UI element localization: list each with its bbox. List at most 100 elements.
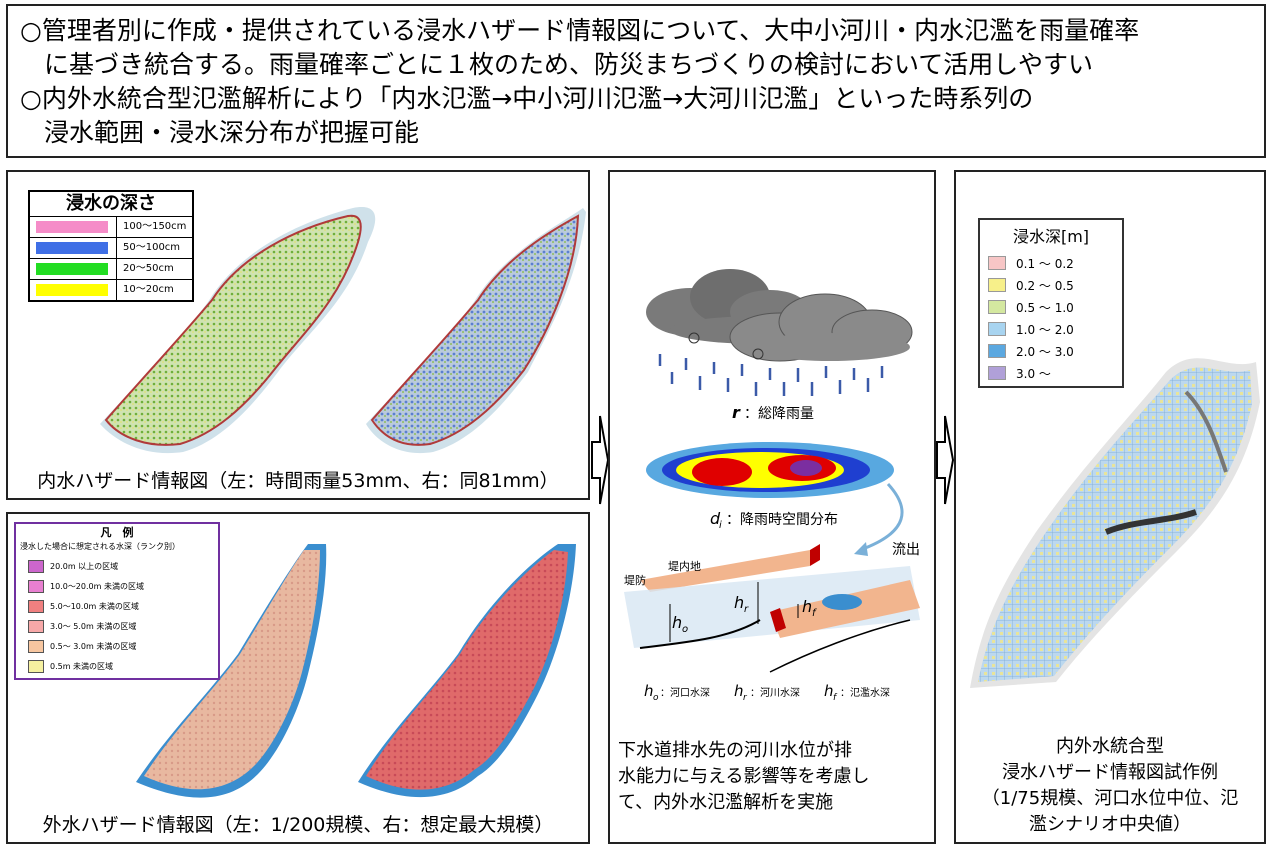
- legend-label: 0.5m 未満の区域: [50, 661, 114, 671]
- inland-depth-legend: 浸水の深さ 100〜150cm 50〜100cm 20〜50cm 10〜20cm: [28, 190, 194, 302]
- legend-swatch: [28, 579, 44, 593]
- ho-legend-label: ：河口水深: [660, 687, 710, 699]
- integrated-caption-line: 内外水統合型: [1056, 736, 1164, 757]
- outflow-label: 流出: [892, 542, 920, 558]
- legend-swatch: [28, 619, 44, 633]
- hf-legend-symbol: h: [824, 682, 834, 700]
- legend-label: 0.1 〜 0.2: [1016, 256, 1074, 271]
- legend-swatch: [988, 344, 1006, 358]
- legend-row: 1.0 〜 2.0: [988, 318, 1114, 340]
- legend-row: 0.5m 未満の区域: [20, 656, 214, 676]
- summary-line-4: 浸水範囲・浸水深分布が把握可能: [44, 118, 420, 147]
- dist-var-sub: i: [719, 520, 722, 531]
- dist-var: d: [710, 509, 721, 528]
- legend-label: 50〜100cm: [116, 238, 180, 258]
- legend-row: 100〜150cm: [30, 217, 192, 238]
- legend-swatch: [28, 659, 44, 673]
- legend-label: 3.0 〜: [1016, 366, 1051, 381]
- legend-subtitle: 浸水した場合に想定される水深（ランク別）: [20, 542, 180, 551]
- rainfall-distribution-icon: [646, 442, 894, 498]
- ho-legend-sub: o: [653, 693, 659, 703]
- summary-line-2: に基づき統合する。雨量確率ごとに１枚のため、防災まちづくりの検討において活用しや…: [44, 50, 1094, 79]
- integrated-hazard-map: [970, 358, 1260, 688]
- river-depth-legend: 凡 例 浸水した場合に想定される水深（ランク別） 20.0m 以上の区域 10.…: [14, 522, 220, 680]
- hf-legend-label: ：氾濫水深: [840, 686, 890, 699]
- legend-row: 0.5 〜 1.0: [988, 296, 1114, 318]
- analysis-caption-line: て、内外水氾濫解析を実施: [618, 792, 834, 813]
- legend-row: 3.0 〜: [988, 362, 1114, 384]
- analysis-caption: 下水道排水先の河川水位が排 水能力に与える影響等を考慮し て、内外水氾濫解析を実…: [618, 738, 928, 816]
- legend-label: 2.0 〜 3.0: [1016, 344, 1074, 359]
- legend-label: 0.5 〜 1.0: [1016, 300, 1074, 315]
- legend-label: 0.2 〜 0.5: [1016, 278, 1074, 293]
- legend-label: 0.5〜 3.0m 未満の区域: [50, 641, 137, 651]
- integrated-hazard-panel: 浸水深[m] 0.1 〜 0.2 0.2 〜 0.5 0.5 〜 1.0 1.0…: [954, 170, 1266, 844]
- right-arrow-icon: [591, 415, 610, 505]
- summary-line-1: ○管理者別に作成・提供されている浸水ハザード情報図について、大中小河川・内水氾濫…: [20, 16, 1140, 45]
- legend-swatch: [28, 559, 44, 573]
- legend-label: 3.0〜 5.0m 未満の区域: [50, 621, 137, 631]
- inland-hazard-panel: 浸水の深さ 100〜150cm 50〜100cm 20〜50cm 10〜20cm…: [6, 170, 590, 500]
- legend-label: 10〜20cm: [116, 280, 174, 300]
- legend-row: 0.5〜 3.0m 未満の区域: [20, 636, 214, 656]
- river-caption: 外水ハザード情報図（左：1/200規模、右：想定最大規模）: [42, 814, 554, 836]
- legend-swatch: [988, 322, 1006, 336]
- integrated-caption-line: （1/75規模、河口水位中位、氾: [981, 788, 1239, 809]
- hr-legend-symbol: h: [734, 682, 744, 700]
- legend-title: 凡 例: [100, 526, 134, 539]
- summary-box: ○管理者別に作成・提供されている浸水ハザード情報図について、大中小河川・内水氾濫…: [6, 4, 1266, 158]
- dist-label: ：降雨時空間分布: [726, 512, 838, 528]
- legend-swatch: [36, 221, 108, 233]
- legend-title: 浸水深[m]: [1012, 227, 1090, 246]
- legend-swatch: [988, 366, 1006, 380]
- legend-label: 10.0〜20.0m 未満の区域: [50, 581, 144, 591]
- rain-cloud-icon: [646, 269, 913, 362]
- legend-row: 20.0m 以上の区域: [20, 556, 214, 576]
- legend-swatch: [36, 284, 108, 296]
- river-hazard-panel: 凡 例 浸水した場合に想定される水深（ランク別） 20.0m 以上の区域 10.…: [6, 512, 590, 844]
- ho-symbol: h: [672, 613, 682, 632]
- legend-label: 5.0〜10.0m 未満の区域: [50, 601, 139, 611]
- hr-legend-label: ：河川水深: [750, 687, 800, 699]
- legend-swatch: [28, 599, 44, 613]
- legend-label: 1.0 〜 2.0: [1016, 322, 1074, 337]
- legend-row: 10.0〜20.0m 未満の区域: [20, 576, 214, 596]
- integrated-caption-line: 浸水ハザード情報図試作例: [1002, 762, 1218, 783]
- legend-row: 0.2 〜 0.5: [988, 274, 1114, 296]
- rain-drops-icon: [658, 354, 884, 396]
- legend-swatch: [988, 300, 1006, 314]
- integrated-caption-line: 濫シナリオ中央値）: [1029, 814, 1191, 835]
- legend-swatch: [988, 256, 1006, 270]
- integrated-caption: 内外水統合型 浸水ハザード情報図試作例 （1/75規模、河口水位中位、氾 濫シナ…: [956, 734, 1264, 838]
- inland-label: 堤内地: [668, 559, 701, 573]
- legend-row: 50〜100cm: [30, 238, 192, 259]
- ho-legend-symbol: h: [644, 682, 654, 700]
- legend-row: 2.0 〜 3.0: [988, 340, 1114, 362]
- hr-legend-sub: r: [743, 693, 748, 703]
- river-hazard-maps: [136, 544, 576, 798]
- legend-row: 10〜20cm: [30, 280, 192, 300]
- ho-sub: o: [682, 624, 688, 635]
- hf-legend-sub: f: [833, 693, 838, 703]
- inland-caption: 内水ハザード情報図（左：時間雨量53mm、右：同81mm）: [37, 470, 559, 492]
- hf-sub: f: [812, 608, 817, 619]
- legend-row: 3.0〜 5.0m 未満の区域: [20, 616, 214, 636]
- hf-symbol: h: [802, 597, 812, 616]
- legend-swatch: [28, 639, 44, 653]
- summary-line-3: ○内外水統合型氾濫解析により「内水氾濫→中小河川氾濫→大河川氾濫」といった時系列…: [20, 84, 1034, 113]
- analysis-caption-line: 水能力に与える影響等を考慮し: [618, 766, 870, 787]
- legend-row: 0.1 〜 0.2: [988, 252, 1114, 274]
- rain-var: r: [732, 403, 741, 422]
- legend-label: 20.0m 以上の区域: [50, 561, 119, 571]
- right-arrow-icon: [936, 415, 955, 505]
- legend-row: 20〜50cm: [30, 259, 192, 280]
- levee-label: 堤防: [624, 573, 646, 587]
- hr-sub: r: [744, 604, 749, 615]
- analysis-panel: r ：総降雨量 d i ：降雨時空間分布 流出 堤内地 堤防 h o: [608, 170, 936, 844]
- legend-row: 5.0〜10.0m 未満の区域: [20, 596, 214, 616]
- legend-swatch: [36, 263, 108, 275]
- inland-hazard-maps: [100, 207, 586, 454]
- legend-swatch: [988, 278, 1006, 292]
- analysis-diagram: r ：総降雨量 d i ：降雨時空間分布 流出 堤内地 堤防 h o: [624, 269, 920, 703]
- legend-label: 20〜50cm: [116, 259, 174, 279]
